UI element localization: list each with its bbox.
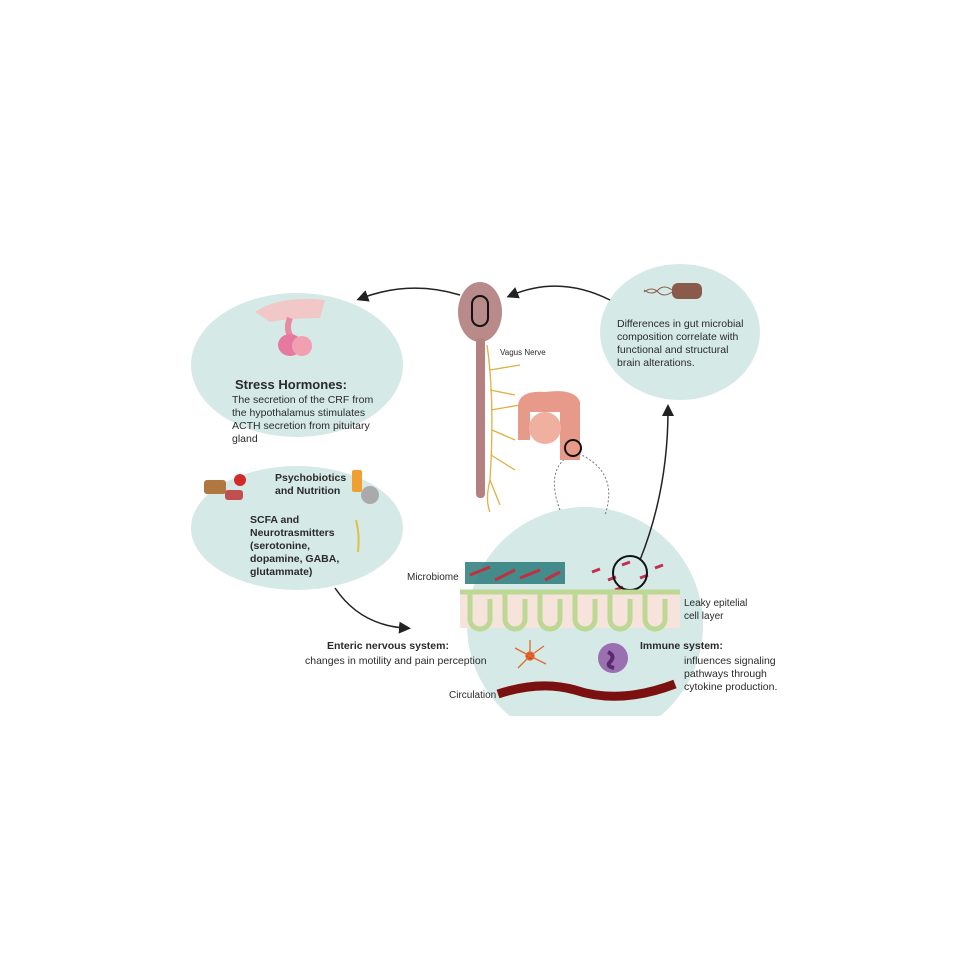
- nutrition-title: Psychobiotics and Nutrition: [275, 472, 347, 497]
- pituitary-icon: [255, 298, 325, 356]
- neurotransmitter-icon: [355, 519, 360, 553]
- scfa-text: SCFA and Neurotrasmitters (serotonine, d…: [250, 514, 340, 578]
- neuron-icon: [514, 640, 547, 669]
- arrow-microbial-to-brain: [506, 285, 611, 301]
- enteric-body: changes in motility and pain perception: [305, 655, 487, 667]
- microbial-bubble: [600, 264, 760, 400]
- arrow-brain-to-stress: [356, 287, 461, 302]
- supplement-icon: [352, 470, 379, 504]
- immune-cell-icon: [598, 643, 628, 673]
- pathogen-bacteria-icon: [591, 560, 664, 592]
- arrow-gut-to-microbial: [639, 404, 674, 561]
- food-icon: [204, 474, 246, 500]
- vagus-nerve-label: Vagus Nerve: [500, 348, 546, 357]
- vagus-nerve-icon: [486, 344, 521, 513]
- stress-body: The secretion of the CRF from the hypoth…: [232, 394, 374, 445]
- microbiome-icon: [465, 562, 565, 584]
- blood-vessel-icon: [496, 679, 677, 701]
- enteric-title: Enteric nervous system:: [327, 640, 449, 652]
- microbiome-label: Microbiome: [407, 572, 459, 583]
- villi-layer: [460, 589, 680, 632]
- dotted-loop: [553, 451, 610, 516]
- nutrition-bubble: [191, 466, 403, 590]
- arrow-nutrition-to-gut: [334, 587, 411, 634]
- intestine-icon: [518, 391, 582, 460]
- leaky-layer-label: Leaky epitelial cell layer: [684, 598, 748, 622]
- stress-bubble: [191, 293, 403, 437]
- immune-body: influences signaling pathways through cy…: [684, 655, 778, 693]
- immune-title: Immune system:: [640, 640, 723, 652]
- circulation-label: Circulation: [449, 690, 497, 701]
- stress-title: Stress Hormones:: [235, 377, 347, 392]
- bacterium-icon: [643, 283, 702, 299]
- brain-icon: [458, 282, 502, 498]
- microbial-body: Differences in gut microbial composition…: [617, 318, 744, 369]
